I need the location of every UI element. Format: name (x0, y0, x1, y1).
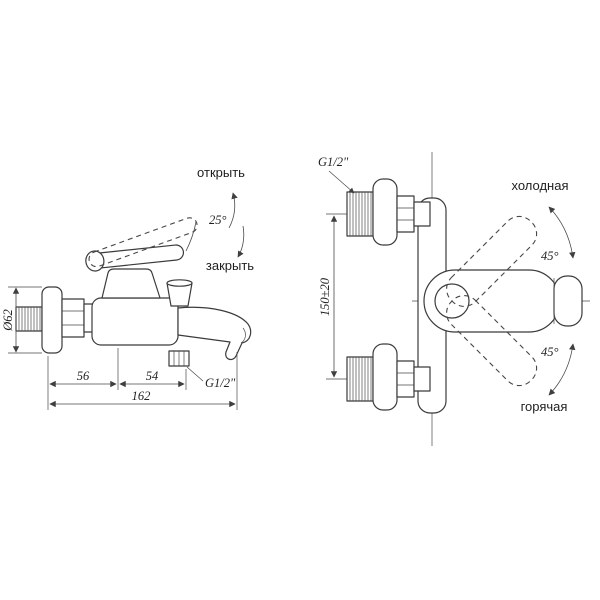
front-body-capsule (423, 269, 561, 333)
dim-mount-spacing: 150±20 (318, 213, 347, 380)
flange-dia-label: Ø62 (1, 309, 15, 332)
faucet-side-view: открыть закрыть 25° Ø62 56 54 162 G1/2" (1, 165, 254, 410)
outlet-thread-label: G1/2" (205, 376, 236, 390)
front-top-mount (346, 178, 431, 246)
side-nut-facets (62, 310, 84, 326)
side-nut (61, 298, 85, 338)
side-thread-pipe (15, 306, 43, 332)
outlet-thread-leader (186, 366, 204, 382)
side-outlet-hatch (173, 351, 185, 366)
side-spout (177, 306, 252, 361)
open-label: открыть (197, 165, 245, 180)
hot-label: горячая (521, 399, 568, 414)
height-label: 150±20 (318, 277, 332, 316)
front-spout-nose (553, 275, 583, 327)
front-bottom-mount (346, 343, 431, 411)
angle-45-down-label: 45° (541, 345, 559, 359)
side-handle-closed (85, 244, 185, 272)
inlet-thread-label: G1/2" (318, 155, 349, 169)
side-wall-connection (15, 286, 94, 354)
side-handle-open-dashed (88, 217, 198, 268)
dim-56-label: 56 (77, 369, 90, 383)
side-cartridge (101, 268, 161, 299)
angle-45-up-label: 45° (541, 249, 559, 263)
inlet-thread-leader (328, 170, 355, 194)
dim-flange-diameter: Ø62 (1, 286, 42, 354)
side-flange (41, 286, 63, 354)
cold-label: холодная (511, 178, 568, 193)
front-handle-down-dashed (446, 295, 538, 387)
close-arrow (237, 225, 245, 258)
handle-swing-arc (185, 221, 197, 252)
dim-162-label: 162 (132, 389, 151, 403)
front-handle-hub (434, 283, 470, 319)
hot-rotation-arrow (548, 343, 576, 396)
side-body (91, 297, 179, 346)
side-diverter-knob (166, 279, 193, 307)
open-arrow (228, 192, 238, 229)
side-spout-curl (240, 327, 246, 344)
close-label: закрыть (206, 258, 254, 273)
angle-25-label: 25° (209, 213, 227, 227)
cold-rotation-arrow (548, 206, 576, 259)
faucet-front-view: 45° 45° холодная горячая G1/2" 150±20 (318, 152, 590, 446)
dim-54-label: 54 (146, 369, 159, 383)
dim-bottom: 56 54 162 (47, 348, 238, 410)
